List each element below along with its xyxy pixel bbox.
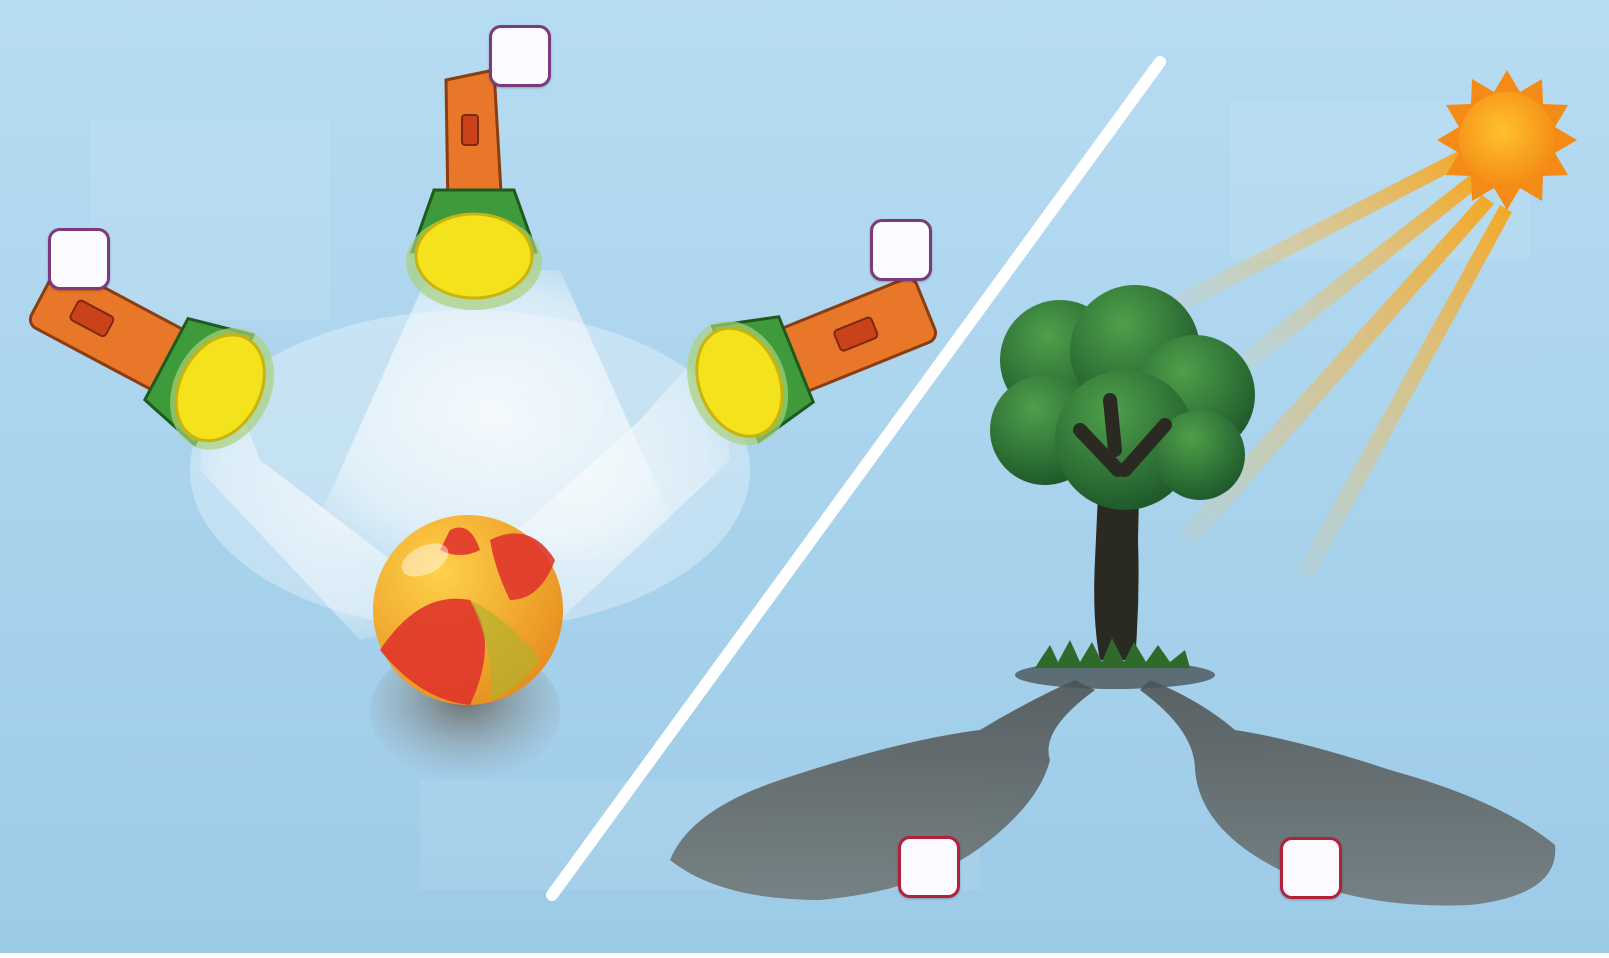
ball bbox=[373, 515, 563, 705]
answer-box-flashlight-right[interactable] bbox=[870, 219, 932, 281]
answer-box-shadow-left[interactable] bbox=[898, 836, 960, 898]
answer-box-flashlight-left[interactable] bbox=[48, 228, 110, 290]
answer-box-shadow-right[interactable] bbox=[1280, 837, 1342, 899]
answer-box-flashlight-top[interactable] bbox=[489, 25, 551, 87]
